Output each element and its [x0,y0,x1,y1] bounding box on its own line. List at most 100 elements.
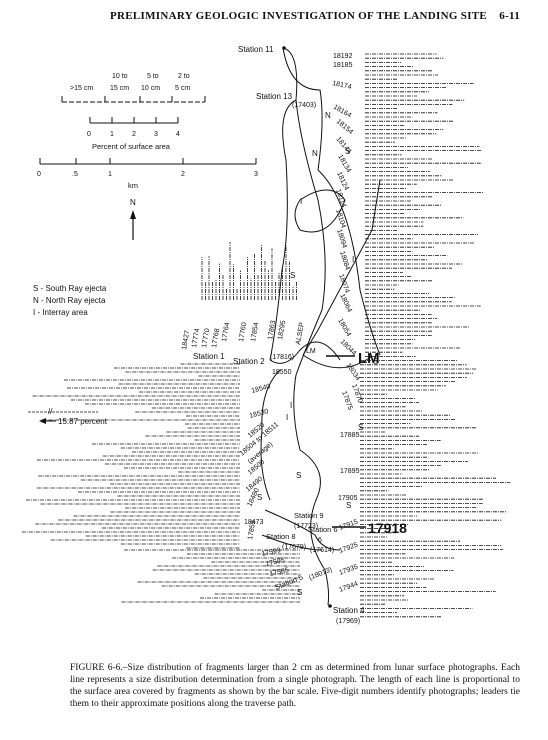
station-label: Station 1 [193,352,225,361]
size-class-label: 10 cm [141,85,160,92]
percent-tick: 4 [176,131,180,138]
region-label: I [300,197,302,206]
photo-number: 18114 [334,188,347,208]
photo-number: 18154 [335,118,354,136]
photo-number: 18192 [333,53,353,60]
km-tick: 2 [181,171,185,178]
photo-number: 17895 [340,468,360,475]
photo-number: (17679) [282,544,306,551]
running-title: PRELIMINARY GEOLOGIC INVESTIGATION OF TH… [110,10,488,22]
photo-number: 17768 [211,328,221,348]
legend-item-south: S - South Ray ejecta [33,284,107,293]
photo-number: 17770 [201,328,211,348]
legend-item-north: N - North Ray ejecta [33,296,106,305]
north-arrow-icon [130,210,136,240]
station-label: Station 11 [238,45,274,54]
km-tick: 3 [254,171,258,178]
photo-number: (17816) [270,354,294,361]
percent-tick: 3 [154,131,158,138]
station-label: Station 13 [256,92,293,101]
lm-label: LM [358,350,380,367]
north-label: N [130,198,136,207]
photo-number: 18550 [272,369,292,376]
station-label: Station 6 [308,525,338,534]
km-unit-label: km [128,181,138,190]
photo-number: 17885 [340,432,360,439]
region-label: 6 [318,537,322,544]
region-label: S [373,357,378,366]
percent-callout: // 15.87 percent [28,407,108,426]
size-class-label: 5 to [147,73,159,80]
region-label: I [352,255,354,264]
lm-small-label: LM [306,348,316,355]
km-tick: 0 [37,171,41,178]
region-labels: N I S N S I S I S S I S S S [257,111,378,597]
photo-number: 17875 [340,390,353,411]
page-number: 6-11 [499,10,520,22]
km-scale-bar [39,158,257,165]
size-class-label: 15 cm [110,85,129,92]
region-label: I [290,401,292,410]
photo-numbers-bottom: 17599 17595 17585 [261,547,290,578]
photo-number: 17935 [338,564,359,577]
region-label: S [297,588,302,597]
photo-number: 18084 [338,250,351,271]
photo-number: 18473 [244,519,264,526]
region-label: S [345,147,350,156]
photo-number: 18427 [181,330,191,350]
distribution-lines [21,53,511,618]
photo-number: 18540 [251,383,272,395]
photo-number: 17585 [269,567,290,578]
photo-number: 18094 [335,228,348,249]
photo-number: 18530 [249,408,270,420]
left-arrow-icon [39,418,56,424]
size-class-label: 10 to [112,73,128,80]
km-tick: 1 [108,171,112,178]
size-class-bar [61,96,206,103]
photo-number: 17915 [338,519,359,532]
photo-number: 17944 [338,581,359,594]
percent-scale-bar [89,117,179,124]
photo-number: 17925 [338,542,359,555]
photo-numbers-left-vertical: 18427 17774 17770 17768 17764 17760 1785… [181,320,306,350]
legend: S - South Ray ejecta N - North Ray eject… [33,284,107,317]
photo-number: 18104 [334,208,347,229]
percent-axis-label: Percent of surface area [92,142,171,151]
photo-number: 17760 [238,322,248,342]
photo-number: (17403) [292,102,316,109]
photo-number: 18174 [332,80,353,91]
photo-number: 17774 [191,328,201,348]
region-label: N [325,111,331,120]
photo-number: (17614) [310,547,334,554]
photo-number: 17764 [221,322,231,342]
photo-number: 18134 [336,154,352,174]
station-label: Station 8 [266,532,296,541]
photo-number: 17595 [265,557,286,568]
page-header: PRELIMINARY GEOLOGIC INVESTIGATION OF TH… [0,10,548,30]
station-label: Station 2 [233,357,265,366]
photo-number: (17723) [294,523,318,530]
region-label: S [257,493,262,502]
station-label: Station 4 [333,606,365,615]
photo-number: 17859 [247,520,257,540]
highlight-photo-number: 17918 [368,520,407,536]
photo-number: 18295 [277,320,287,340]
region-label: I [286,413,288,422]
figure-caption: FIGURE 6-6.–Size distribution of fragmen… [70,663,520,709]
photo-number: 17863 [267,320,277,340]
km-tick: .5 [72,171,78,178]
photo-number: 18044 [339,338,358,357]
break-mark: // [48,407,53,416]
photo-number: 18054 [336,318,352,338]
photo-number: 17854 [250,322,260,342]
photo-number: (17969) [336,618,360,625]
station-label: Station 9 [294,511,324,520]
region-label: S [296,471,301,480]
photo-numbers-right-lower: 17870 17875 17885 17895 17905 17915 1792… [338,383,363,594]
region-label: N [312,149,318,158]
photo-number: 18185 [333,62,353,69]
region-label: S [290,271,295,280]
photo-number: 18064 [338,293,353,314]
size-class-label: 5 cm [175,85,190,92]
photo-number: 17599 [261,547,282,558]
